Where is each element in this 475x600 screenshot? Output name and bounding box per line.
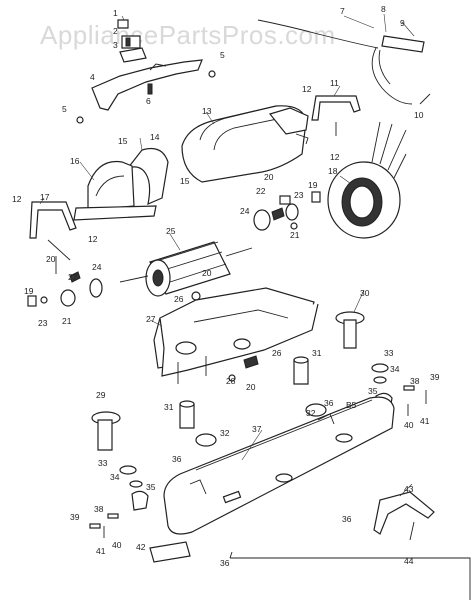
callout-8: 8 bbox=[381, 4, 386, 14]
callout-32a: 32 bbox=[306, 408, 316, 418]
callout-29: 29 bbox=[96, 390, 106, 400]
callout-21b: 21 bbox=[62, 316, 72, 326]
callout-31a: 31 bbox=[312, 348, 322, 358]
callout-40b: 40 bbox=[112, 540, 122, 550]
callout-10: 10 bbox=[414, 110, 424, 120]
watermark-text: AppliancePartsPros.com bbox=[40, 20, 336, 50]
callout-40a: 40 bbox=[404, 420, 414, 430]
callout-36d: 36 bbox=[220, 558, 230, 568]
callout-12b: 12 bbox=[330, 152, 340, 162]
callout-2: 2 bbox=[113, 26, 118, 36]
callout-34b: 34 bbox=[110, 472, 120, 482]
callout-35a: 35 bbox=[368, 386, 378, 396]
callout-39a: 39 bbox=[430, 372, 440, 382]
callout-31b: 31 bbox=[164, 402, 174, 412]
brush-set-left bbox=[27, 256, 81, 307]
callout-21a: 21 bbox=[290, 230, 300, 240]
callout-35b: 35 bbox=[146, 482, 156, 492]
callout-16: 16 bbox=[70, 156, 80, 166]
callout-23b: 23 bbox=[38, 318, 48, 328]
callout-33b: 33 bbox=[98, 458, 108, 468]
base-plate bbox=[163, 396, 395, 535]
motor-housing bbox=[153, 287, 319, 384]
callout-43: 43 bbox=[404, 484, 414, 494]
callout-18: 18 bbox=[328, 166, 338, 176]
callout-3: 3 bbox=[113, 40, 118, 50]
callout-36a: 36 bbox=[324, 398, 334, 408]
callout-15a: 15 bbox=[118, 136, 128, 146]
callout-12d: 12 bbox=[88, 234, 98, 244]
callout-14: 14 bbox=[150, 132, 160, 142]
callout-5a: 5 bbox=[220, 50, 225, 60]
callout-1: 1 bbox=[113, 8, 118, 18]
callout-33a: 33 bbox=[384, 348, 394, 358]
small-parts bbox=[89, 385, 471, 600]
callout-36c: 36 bbox=[342, 514, 352, 524]
callout-26b: 26 bbox=[272, 348, 282, 358]
callout-30: 30 bbox=[360, 288, 370, 298]
callout-22a: 22 bbox=[256, 186, 266, 196]
callout-20c: 20 bbox=[202, 268, 212, 278]
callout-13: 13 bbox=[202, 106, 212, 116]
callout-36b: 36 bbox=[172, 454, 182, 464]
callout-24b: 24 bbox=[92, 262, 102, 272]
callout-22b: 22 bbox=[68, 272, 78, 282]
callout-27: 27 bbox=[146, 314, 156, 324]
spindle-assembly bbox=[91, 311, 393, 511]
callout-41a: 41 bbox=[420, 416, 430, 426]
callout-37: 37 bbox=[252, 424, 262, 434]
callout-B5: B5 bbox=[346, 400, 357, 410]
callout-34a: 34 bbox=[390, 364, 400, 374]
callout-15b: 15 bbox=[180, 176, 190, 186]
callout-20b: 20 bbox=[46, 254, 56, 264]
callout-38a: 38 bbox=[410, 376, 420, 386]
callout-12c: 12 bbox=[12, 194, 22, 204]
callout-25: 25 bbox=[166, 226, 176, 236]
power-cord bbox=[257, 19, 431, 105]
callout-numbers: 1 2 3 4 5 5 6 7 8 9 10 11 12 12 12 12 13… bbox=[12, 4, 440, 568]
blade-guard bbox=[73, 147, 169, 221]
callout-7: 7 bbox=[340, 6, 345, 16]
callout-4: 4 bbox=[90, 72, 95, 82]
switch-assembly bbox=[76, 19, 216, 124]
callout-28: 28 bbox=[226, 376, 236, 386]
callout-17: 17 bbox=[40, 192, 50, 202]
callout-20a: 20 bbox=[264, 172, 274, 182]
callout-39b: 39 bbox=[70, 512, 80, 522]
callout-19a: 19 bbox=[308, 180, 318, 190]
callout-38b: 38 bbox=[94, 504, 104, 514]
callout-19b: 19 bbox=[24, 286, 34, 296]
callout-32b: 32 bbox=[220, 428, 230, 438]
callout-24a: 24 bbox=[240, 206, 250, 216]
leader-lines bbox=[39, 13, 415, 497]
side-bracket bbox=[29, 201, 77, 261]
callout-44: 44 bbox=[404, 556, 414, 566]
callout-11: 11 bbox=[330, 78, 339, 88]
callout-6: 6 bbox=[146, 96, 151, 106]
callout-42: 42 bbox=[136, 542, 146, 552]
housing-cover bbox=[181, 105, 309, 183]
callout-5b: 5 bbox=[62, 104, 67, 114]
field-coil bbox=[327, 121, 407, 239]
armature bbox=[89, 241, 253, 301]
callout-20d: 20 bbox=[246, 382, 256, 392]
callout-23a: 23 bbox=[294, 190, 304, 200]
callout-41b: 41 bbox=[96, 546, 106, 556]
callout-26a: 26 bbox=[174, 294, 184, 304]
callout-12a: 12 bbox=[302, 84, 312, 94]
brush-set-right bbox=[253, 191, 321, 231]
brush-bracket bbox=[311, 95, 361, 136]
callout-9: 9 bbox=[400, 18, 405, 28]
